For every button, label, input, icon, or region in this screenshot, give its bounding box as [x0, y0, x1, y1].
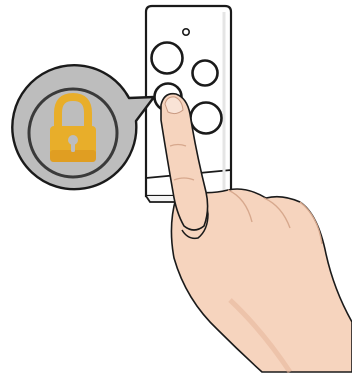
pressing-hand	[161, 94, 352, 372]
status-led-icon	[183, 29, 189, 35]
remote-button-bottom-right[interactable]	[191, 103, 222, 134]
remote-button-top-right[interactable]	[193, 61, 218, 86]
lock-callout	[12, 65, 154, 189]
remote-button-top-left[interactable]	[152, 43, 183, 74]
